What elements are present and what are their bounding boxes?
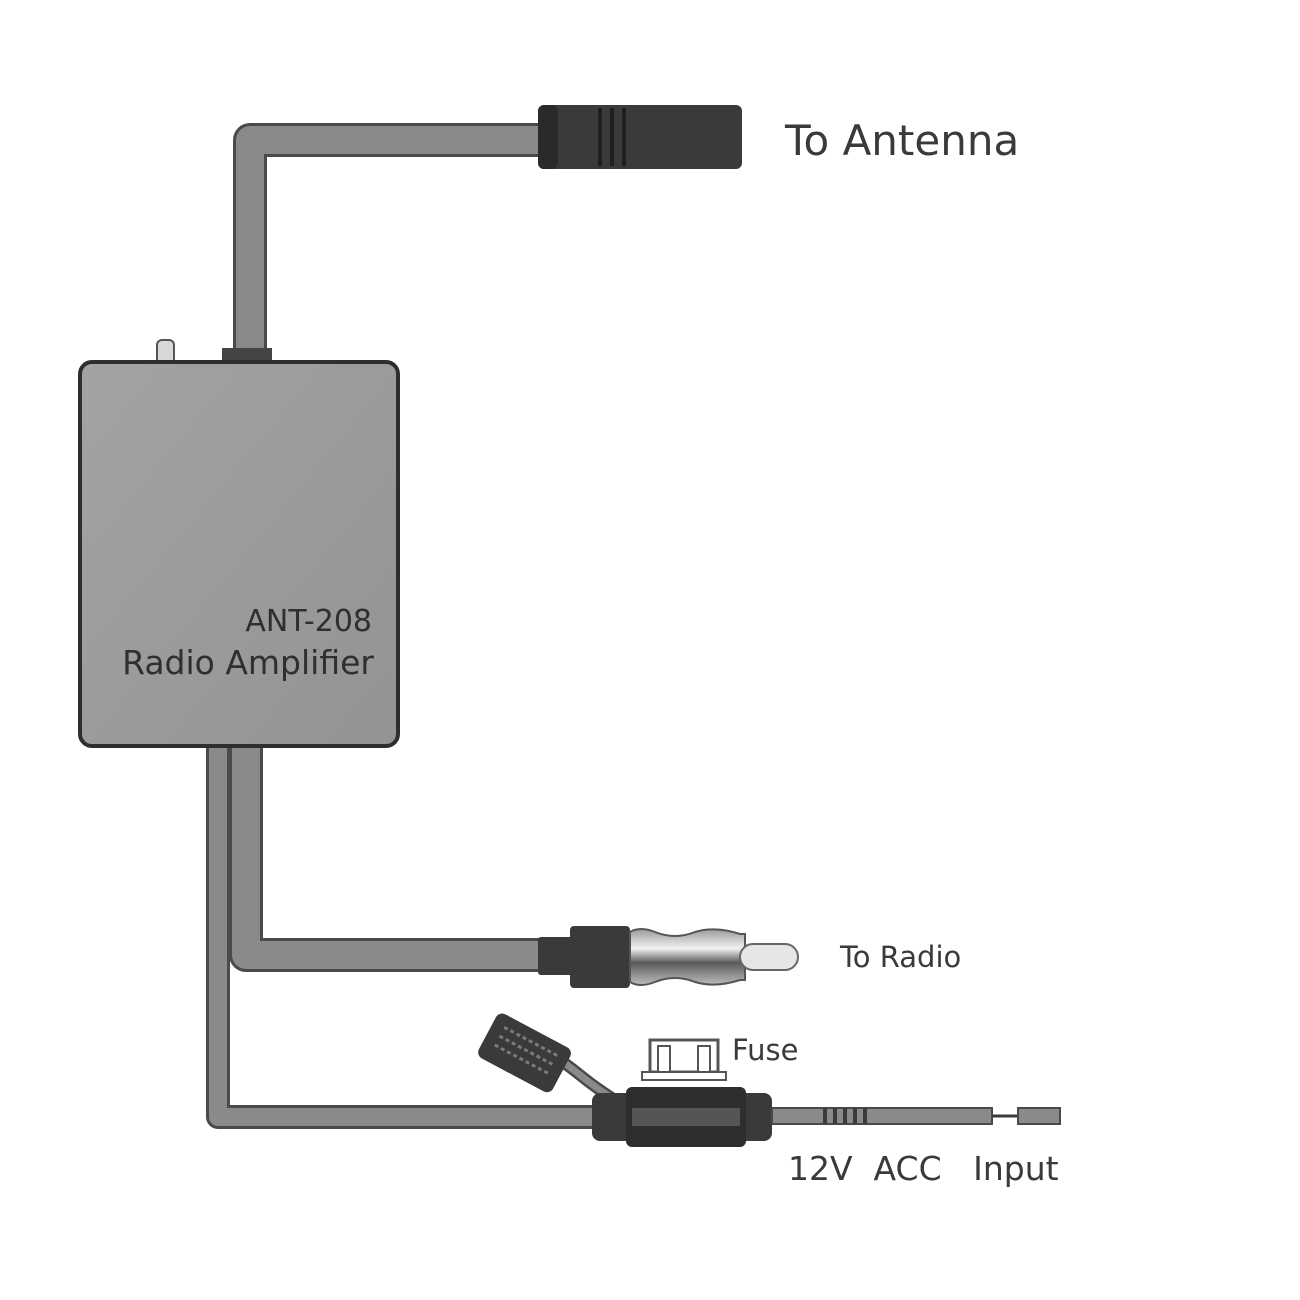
power-input-label: 12V ACC Input: [788, 1149, 1059, 1188]
power-wire: [771, 1107, 1061, 1125]
to-radio-label: To Radio: [839, 940, 961, 974]
fuse-holder-icon: [592, 1087, 772, 1147]
device-name: Radio Amplifier: [122, 643, 374, 682]
radio-cable: [229, 745, 545, 972]
antenna-connector-icon: [538, 105, 742, 169]
antenna-cable: [222, 123, 545, 366]
to-antenna-label: To Antenna: [784, 116, 1019, 165]
fuse-label: Fuse: [732, 1033, 798, 1067]
blade-fuse-icon: [641, 1038, 727, 1081]
amplifier-box: ANT-208 Radio Amplifier: [78, 360, 400, 748]
model-number: ANT-208: [245, 604, 372, 639]
radio-plug-icon: [538, 926, 799, 988]
lower-cable-trunk: [206, 745, 600, 1129]
fuse-cap-icon: [478, 1013, 624, 1108]
